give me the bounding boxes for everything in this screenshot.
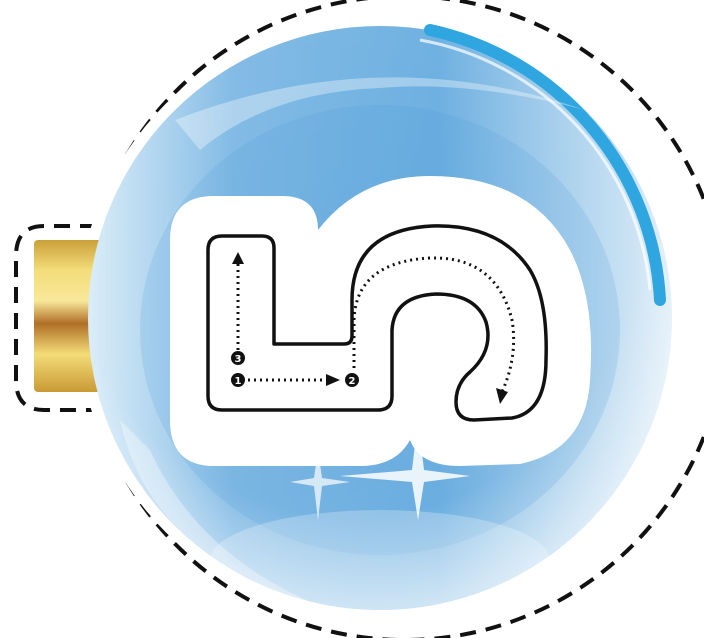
s-shaped-track-icon: 1 3 2: [170, 176, 591, 466]
step-3-label: 3: [235, 354, 242, 365]
step-1-label: 1: [235, 376, 242, 387]
step-marker-2: 2: [345, 373, 359, 387]
step-2-label: 2: [349, 376, 356, 387]
